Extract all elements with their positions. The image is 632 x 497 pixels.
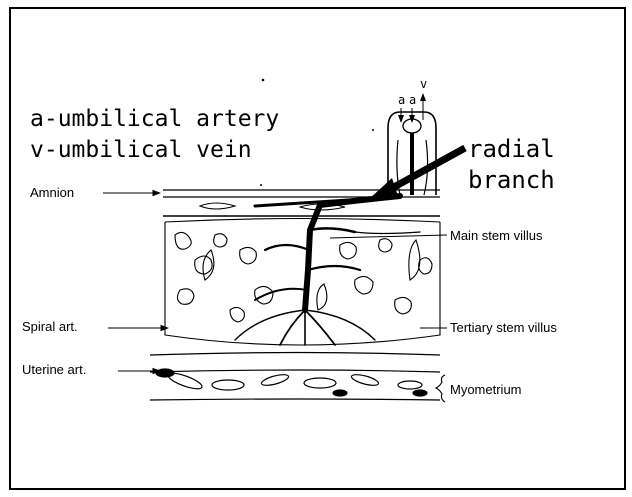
- speck: [260, 184, 262, 186]
- villous-tissue: [165, 219, 440, 346]
- label-spiral-art: Spiral art.: [22, 319, 78, 334]
- speck: [372, 129, 374, 131]
- label-tertiary-stem-villus: Tertiary stem villus: [450, 320, 557, 335]
- myometrium-brace: [436, 375, 445, 402]
- cord-label-a2: a: [409, 93, 416, 107]
- cord-label-a1: a: [398, 93, 405, 107]
- speck: [262, 79, 265, 82]
- branch-label: branch: [468, 166, 555, 194]
- label-uterine-art: Uterine art.: [22, 362, 86, 377]
- cord-label-v: v: [420, 77, 427, 91]
- label-myometrium: Myometrium: [450, 382, 522, 397]
- legend-umbilical-artery: a-umbilical artery: [30, 106, 279, 132]
- label-main-stem-villus: Main stem villus: [450, 228, 543, 243]
- radial-label: radial: [468, 135, 555, 163]
- main-stem-pointer: [330, 235, 447, 238]
- legend-umbilical-vein: v-umbilical vein: [30, 137, 252, 163]
- label-amnion: Amnion: [30, 185, 74, 200]
- radial-callout-arrow: [368, 148, 465, 200]
- myometrium-layer: [150, 353, 440, 401]
